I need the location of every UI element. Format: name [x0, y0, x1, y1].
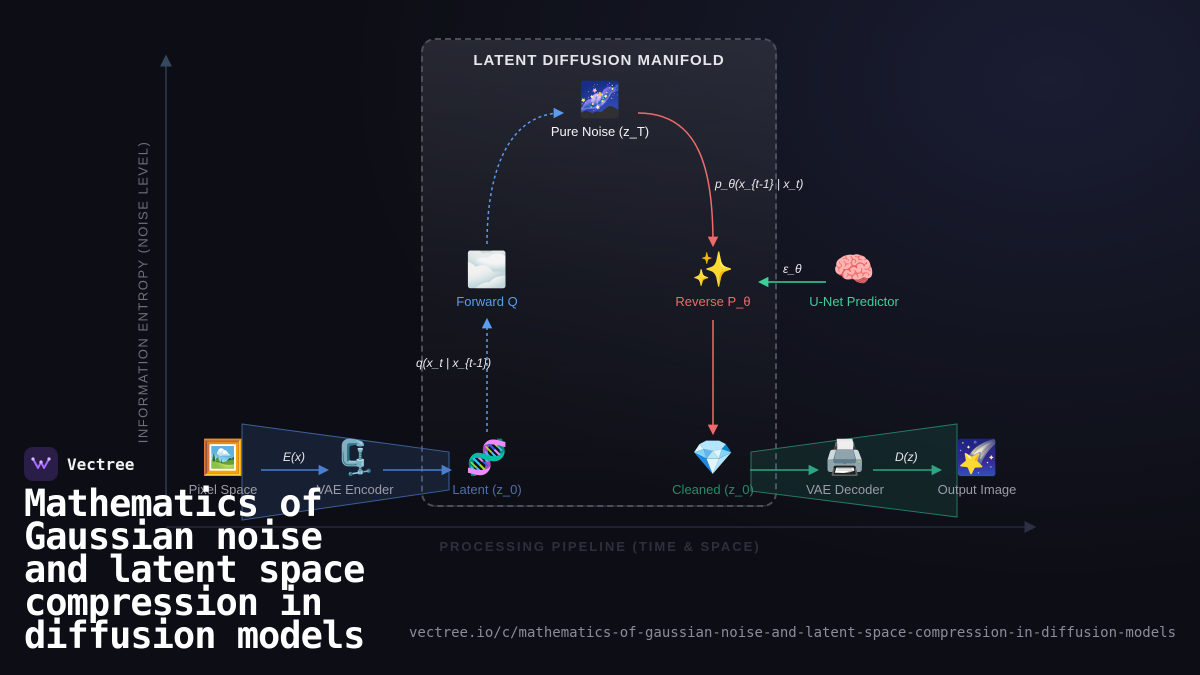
cleaned-label: Cleaned (z_0) [672, 482, 754, 497]
pure-noise-node: 🌌 Pure Noise (z_T) [551, 80, 649, 139]
pixel-space-label: Pixel Space [188, 482, 258, 497]
y-axis-label: INFORMATION ENTROPY (NOISE LEVEL) [135, 140, 151, 444]
forward-to-noise-arrow [486, 107, 565, 245]
dna-icon: 🧬 [465, 439, 509, 477]
reverse-p-label: Reverse P_θ [675, 294, 751, 309]
fog-icon: 🌫️ [465, 251, 509, 289]
latent-diffusion-manifold: LATENT DIFFUSION MANIFOLD [421, 38, 777, 507]
encoder-compression-shape [241, 423, 450, 521]
latent-label: Latent (z_0) [452, 482, 522, 497]
source-url: vectree.io/c/mathematics-of-gaussian-noi… [408, 625, 1176, 641]
epsilon-formula: ε_θ [783, 262, 802, 276]
noise-to-reverse-arrow [637, 112, 719, 248]
latent-node: 🧬 Latent (z_0) [452, 438, 521, 497]
pure-noise-label: Pure Noise (z_T) [550, 124, 650, 139]
x-axis-label: PROCESSING PIPELINE (TIME & SPACE) [439, 539, 761, 554]
galaxy-icon: 🌌 [578, 81, 622, 119]
output-image-label: Output Image [937, 482, 1017, 497]
forward-q-node: 🌫️ Forward Q [456, 250, 517, 309]
framed-picture-icon: 🖼️ [201, 439, 245, 477]
vectree-logo-icon [24, 447, 58, 481]
clamp-icon: 🗜️ [333, 439, 377, 477]
decoder-expansion-shape [750, 423, 958, 518]
pixel-space-node: 🖼️ Pixel Space [189, 438, 258, 497]
decode-formula: D(z) [895, 450, 918, 464]
encode-formula: E(x) [283, 450, 305, 464]
manifold-title: LATENT DIFFUSION MANIFOLD [473, 52, 725, 69]
brain-icon: 🧠 [832, 251, 876, 289]
sparkles-icon: ✨ [691, 251, 735, 289]
gem-icon: 💎 [691, 439, 735, 477]
brand-name: Vectree [67, 454, 135, 474]
headline: Mathematics of Gaussian noise and latent… [24, 482, 365, 657]
forward-q-label: Forward Q [456, 294, 518, 309]
output-image-node: 🌠 Output Image [938, 438, 1017, 497]
brand: Vectree [24, 447, 134, 481]
reverse-p-node: ✨ Reverse P_θ [675, 250, 750, 309]
unet-predictor-node: 🧠 U-Net Predictor [809, 250, 899, 309]
shooting-star-icon: 🌠 [955, 439, 999, 477]
vae-encoder-label: VAE Encoder [316, 482, 394, 497]
vae-decoder-label: VAE Decoder [806, 482, 884, 497]
cleaned-node: 💎 Cleaned (z_0) [672, 438, 754, 497]
reverse-formula: p_θ(x_{t-1} | x_t) [715, 177, 804, 191]
forward-formula: q(x_t | x_{t-1}) [416, 356, 492, 370]
vae-encoder-node: 🗜️ VAE Encoder [316, 438, 393, 497]
vae-decoder-node: 🖨️ VAE Decoder [806, 438, 884, 497]
unet-predictor-label: U-Net Predictor [809, 294, 899, 309]
printer-icon: 🖨️ [823, 439, 867, 477]
